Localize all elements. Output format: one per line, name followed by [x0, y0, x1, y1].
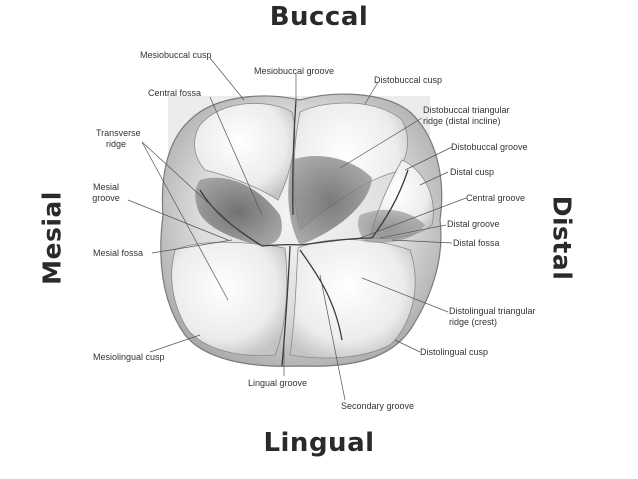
label-central-fossa: Central fossa: [148, 88, 202, 98]
label-distobuccal-cusp: Distobuccal cusp: [374, 75, 443, 85]
mesiolingual-cusp-shape: [171, 241, 288, 356]
leader-distolingual-cusp: [394, 339, 421, 353]
groove-lines: [199, 99, 409, 367]
label-mesiobuccal-cusp: Mesiobuccal cusp: [140, 50, 212, 60]
label-distobuccal-triangular-ridge-line2: ridge (distal incline): [423, 116, 501, 126]
leader-transverse-ridge-2: [141, 141, 229, 301]
label-distolingual-triangular-ridge-line1: Distolingual triangular: [449, 306, 536, 316]
label-lingual-groove: Lingual groove: [248, 378, 308, 388]
distobuccal-groove-line: [371, 169, 409, 239]
label-mesial-groove-line2: groove: [92, 193, 120, 203]
label-distal-groove: Distal groove: [447, 219, 500, 229]
label-transverse-ridge-line1: Transverse: [96, 128, 141, 138]
leader-distal-fossa: [391, 239, 453, 244]
leader-mesiolingual-cusp: [149, 334, 201, 353]
label-mesial-groove-line1: Mesial: [92, 182, 119, 192]
leader-transverse-ridge: [141, 141, 241, 233]
distolingual-groove-line: [299, 249, 343, 341]
mesial-groove-line: [199, 189, 263, 247]
leader-mesial-fossa: [151, 239, 233, 254]
label-central-groove: Central groove: [466, 193, 526, 203]
leader-lines: [127, 57, 467, 401]
label-secondary-groove: Secondary groove: [341, 401, 415, 411]
leader-central-groove: [359, 197, 467, 239]
direction-lingual: Lingual: [263, 428, 375, 458]
label-transverse-ridge-line2: ridge: [105, 139, 126, 149]
label-distolingual-cusp: Distolingual cusp: [420, 347, 489, 357]
label-distal-cusp: Distal cusp: [450, 167, 495, 177]
mesiobuccal-cusp-shape: [194, 103, 296, 201]
leader-mesial-groove: [127, 199, 229, 241]
label-distobuccal-triangular-ridge-line1: Distobuccal triangular: [423, 105, 510, 115]
leader-distolingual-triangular-ridge: [361, 277, 449, 313]
label-mesiobuccal-groove: Mesiobuccal groove: [254, 66, 335, 76]
leader-distobuccal-cusp: [364, 81, 379, 105]
leader-distobuccal-triangular-ridge: [339, 117, 423, 169]
label-distobuccal-groove: Distobuccal groove: [451, 142, 528, 152]
buccal-groove-line: [292, 99, 297, 216]
leader-distal-groove: [379, 224, 447, 239]
label-distal-fossa: Distal fossa: [453, 238, 500, 248]
leader-central-fossa: [209, 96, 263, 216]
lingual-groove-line: [281, 245, 291, 367]
leader-distobuccal-groove: [404, 146, 453, 171]
label-mesiolingual-cusp: Mesiolingual cusp: [93, 352, 165, 362]
central-groove-line: [261, 237, 373, 247]
mesial-fossa-shape: [195, 177, 282, 246]
central-fossa-shape: [288, 156, 372, 245]
leader-mesiobuccal-cusp: [209, 57, 245, 101]
label-distolingual-triangular-ridge-line2: ridge (crest): [449, 317, 498, 327]
leader-distal-cusp: [419, 171, 449, 186]
direction-buccal: Buccal: [269, 2, 369, 32]
leader-secondary-groove: [319, 274, 346, 401]
label-mesial-fossa: Mesial fossa: [93, 248, 144, 258]
